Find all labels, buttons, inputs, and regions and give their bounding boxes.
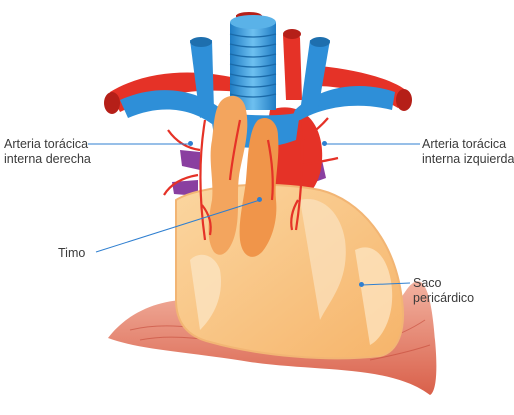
label-left-line1: Arteria torácica — [4, 137, 91, 152]
label-left-internal-thoracic-artery: Arteria torácica interna derecha — [4, 137, 91, 167]
thymus — [209, 96, 279, 257]
trachea — [230, 15, 276, 110]
leader-dot-right-artery — [322, 141, 327, 146]
label-pericardial-sac: Saco pericárdico — [413, 276, 474, 306]
label-right-line2: interna izquierda — [422, 152, 514, 167]
label-thymus-text: Timo — [58, 246, 85, 261]
label-right-internal-thoracic-artery: Arteria torácica interna izquierda — [422, 137, 514, 167]
label-thymus: Timo — [58, 246, 85, 261]
leader-dot-thymus — [257, 197, 262, 202]
label-left-line2: interna derecha — [4, 152, 91, 167]
leader-dot-left-artery — [188, 141, 193, 146]
pericardial-sac — [176, 185, 403, 359]
label-sac-line2: pericárdico — [413, 291, 474, 306]
leader-dot-sac — [359, 282, 364, 287]
label-sac-line1: Saco — [413, 276, 474, 291]
label-right-line1: Arteria torácica — [422, 137, 514, 152]
